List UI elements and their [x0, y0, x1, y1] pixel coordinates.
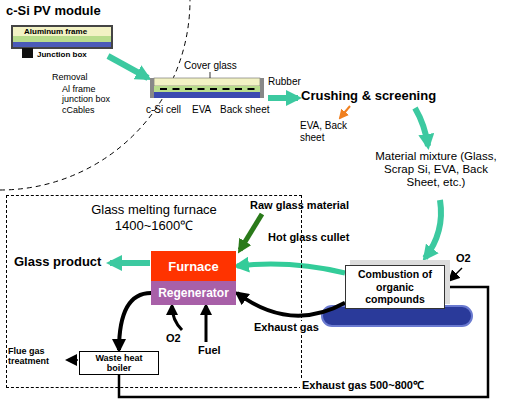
part-label: Cover glass [184, 60, 237, 72]
input-label: O2 [166, 332, 181, 345]
solar-cell [223, 88, 230, 90]
removal-arrow [108, 56, 148, 78]
flow-connector [237, 293, 345, 316]
solar-cell [160, 88, 167, 90]
fuel-arrow [205, 306, 208, 342]
flow-arrow [415, 108, 428, 146]
removed-arrow [340, 106, 350, 118]
solar-cell [210, 88, 217, 90]
pv-module-laminate [150, 78, 264, 98]
product-arrow [110, 260, 150, 266]
title-label: c-Si PV module [6, 4, 101, 19]
process-box: Combustion of organic compounds [345, 265, 445, 309]
stream-label: Hot glass cullet [268, 231, 349, 244]
flue-arrow [68, 359, 78, 361]
leader-line [210, 72, 211, 78]
node-text: Glass melting furnace 1400~1600℃ [79, 202, 229, 233]
node-text: Regenerator [158, 286, 229, 300]
part-label: EVA [192, 104, 211, 116]
solar-cell [235, 88, 242, 90]
part-label: Rubber [268, 76, 301, 88]
step-label: Crushing & screening [301, 89, 436, 104]
oxygen-arrow [172, 306, 182, 330]
part-label: Aluminum frame [24, 27, 87, 36]
material-label: Material mixture (Glass, Scrap Si, EVA, … [368, 150, 504, 190]
flow-connector [119, 293, 151, 350]
oxygen-arrow [450, 268, 462, 280]
part-label: Back sheet [220, 104, 269, 116]
flow-arrow [268, 95, 298, 101]
part-label: c-Si cell [146, 104, 181, 116]
output-label: Flue gas treatment [8, 346, 66, 367]
solar-cell [248, 88, 255, 90]
input-label: Raw glass material [250, 199, 349, 212]
part-list: EVA, Back sheet [300, 120, 360, 143]
flow-arrow [425, 200, 441, 258]
output-label: Glass product [14, 255, 101, 270]
node-text: Furnace [168, 259, 219, 274]
process-boundary: Glass melting furnace 1400~1600℃ FurnaceR… [6, 195, 302, 388]
node-text: Combustion of organic compounds [350, 268, 440, 306]
solar-cell [185, 88, 192, 90]
connector-label: Exhaust gas [252, 321, 321, 334]
solar-cell [198, 88, 205, 90]
part-label: Junction box [37, 50, 87, 59]
flow-connector [237, 264, 345, 273]
node-text: Waste heat boiler [82, 353, 156, 373]
regenerator-box: Regenerator [151, 281, 236, 305]
boiler-box: Waste heat boiler [79, 351, 159, 375]
solar-cell [173, 88, 180, 90]
conveyor [322, 306, 472, 326]
part-list: Al frame junction box cCables [62, 84, 124, 115]
input-label: Fuel [198, 344, 221, 357]
input-label: O2 [456, 252, 471, 265]
action-label: Removal [52, 72, 88, 82]
furnace-box: Furnace [151, 251, 236, 281]
raw-glass-arrow [240, 214, 262, 250]
connector-label: Exhaust gas 500~800℃ [300, 379, 426, 392]
